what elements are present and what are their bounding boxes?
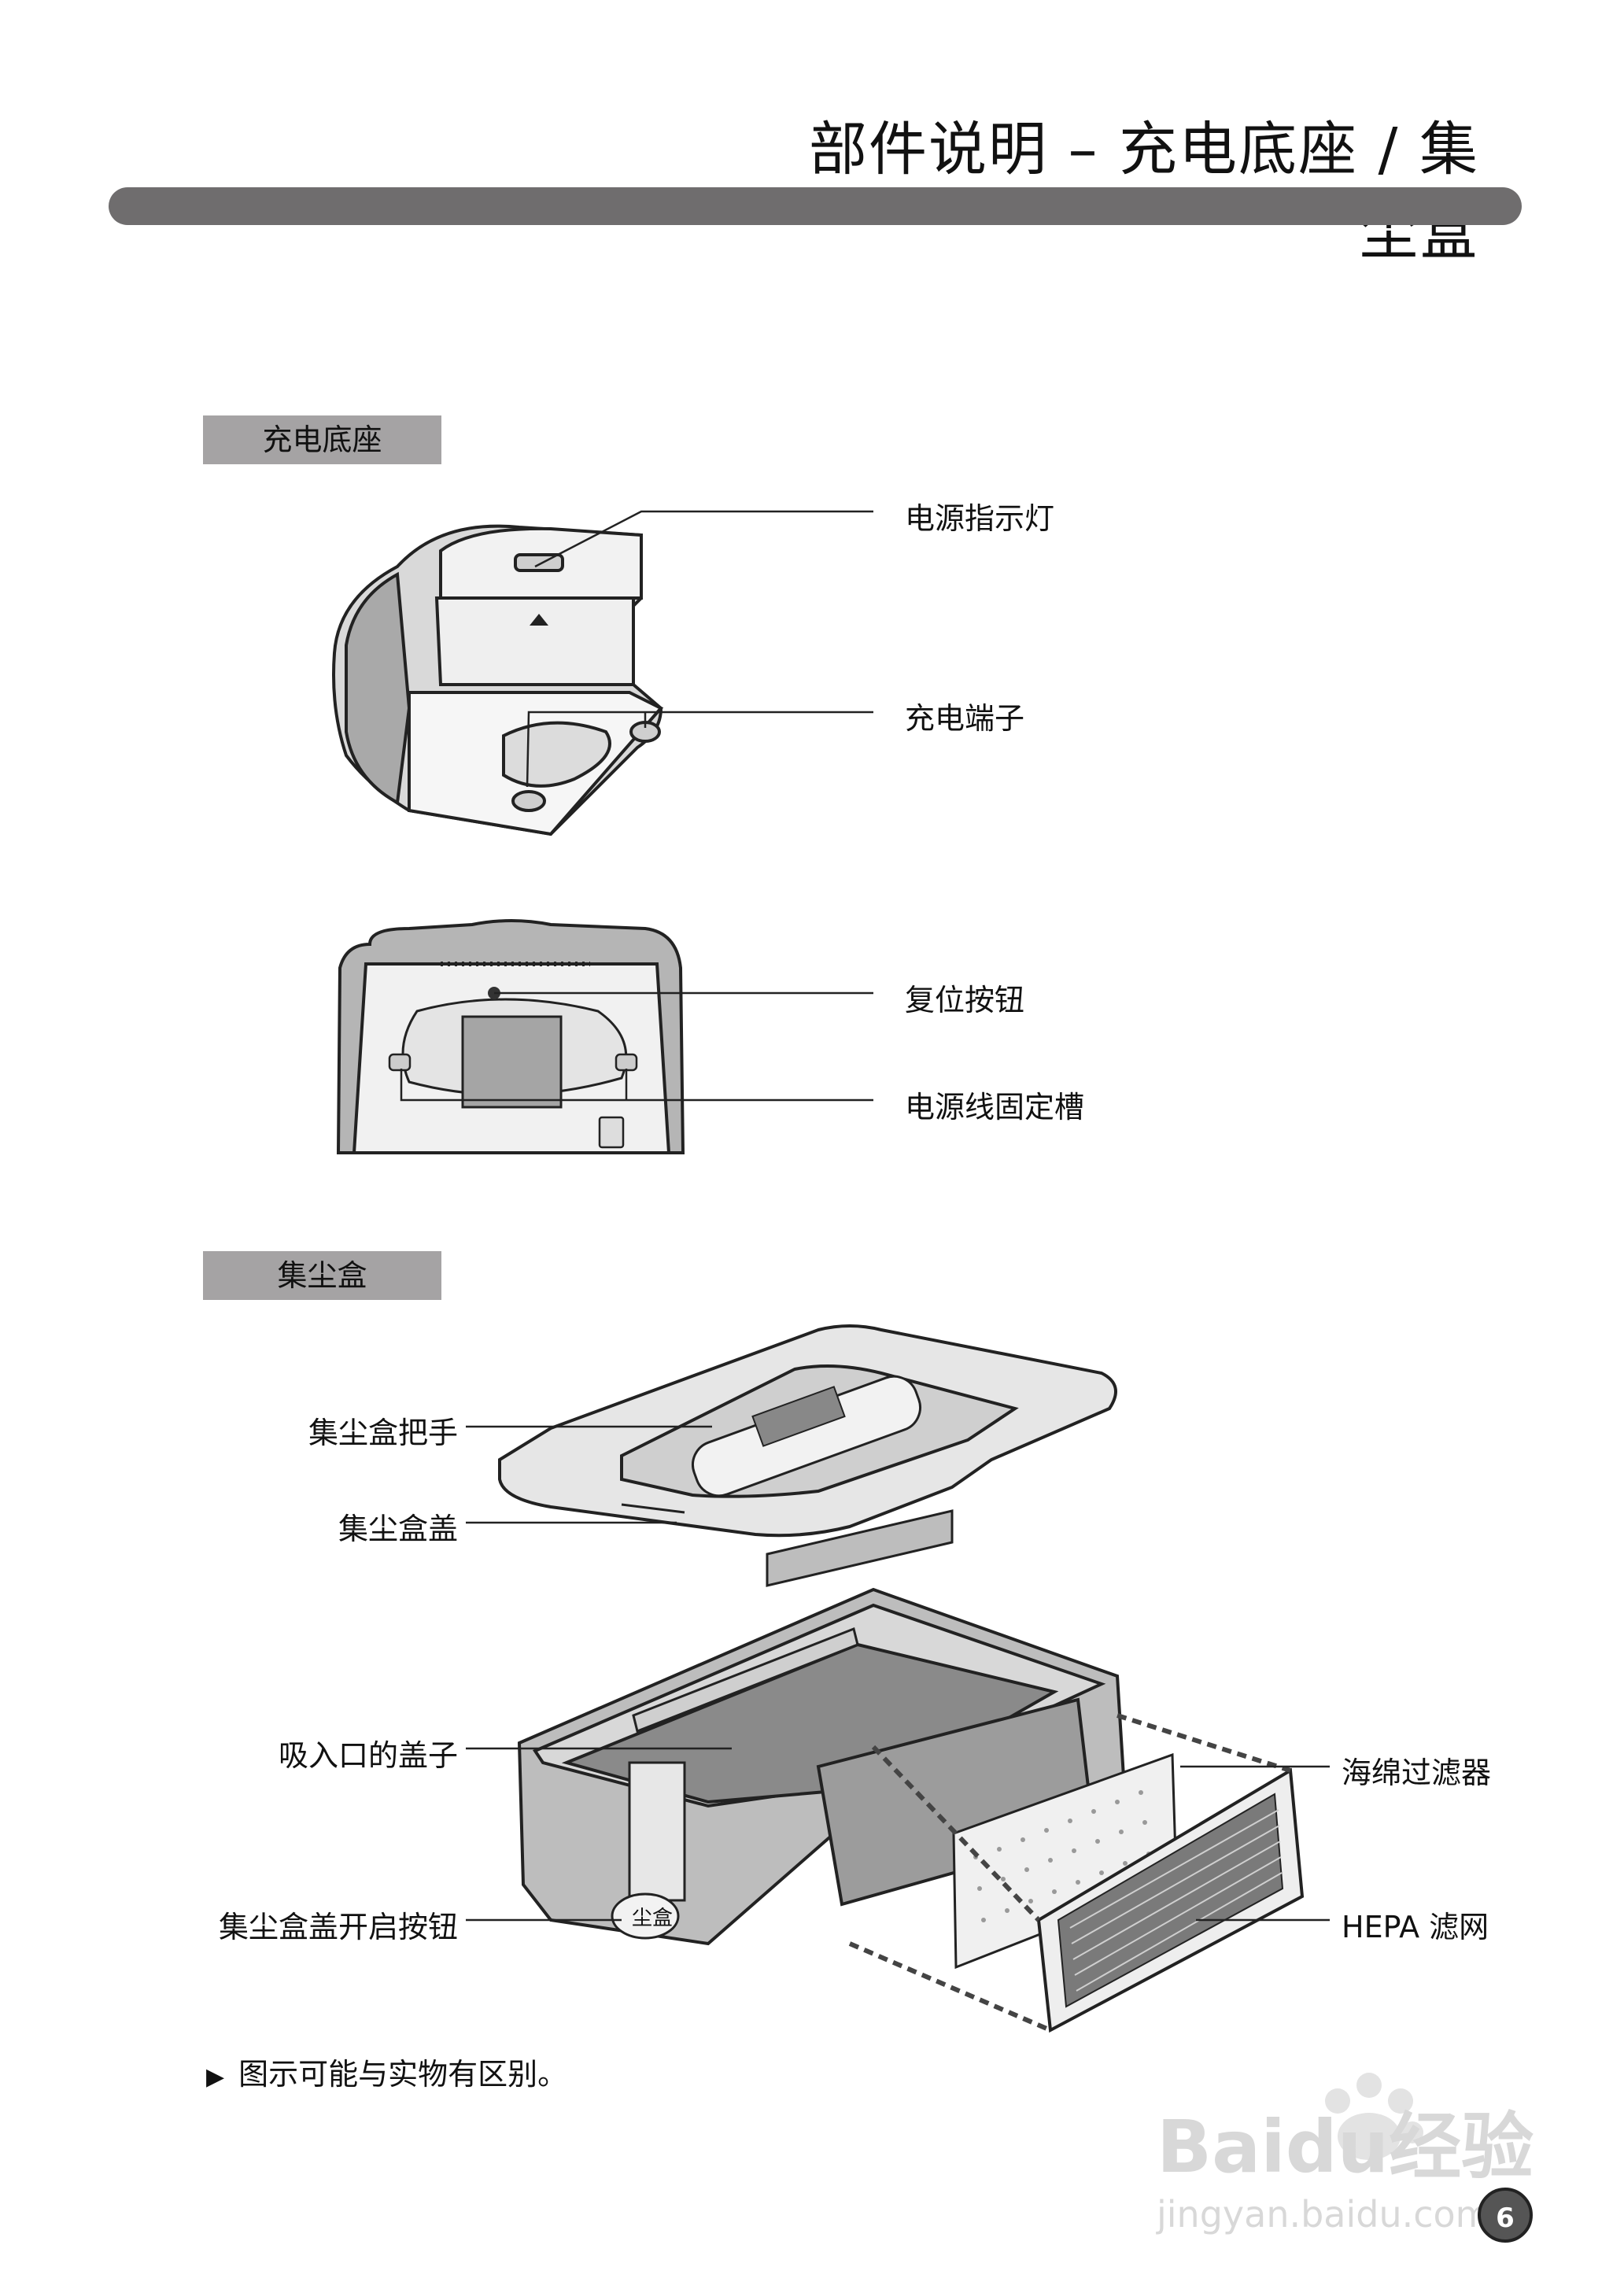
footnote-text: 图示可能与实物有区别。 bbox=[238, 2057, 568, 2092]
label-inlet-cover: 吸入口的盖子 bbox=[278, 1738, 458, 1773]
baidu-watermark: Baidu经验 jingyan.baidu.com bbox=[1141, 2054, 1582, 2243]
watermark-brand: Baidu经验 bbox=[1157, 2105, 1534, 2189]
footnote: ▶ 图示可能与实物有区别。 bbox=[206, 2050, 567, 2093]
label-charging-terminal: 充电端子 bbox=[905, 701, 1025, 736]
label-open-button: 集尘盒盖开启按钮 bbox=[218, 1910, 458, 1944]
section-tag-charging-base: 充电底座 bbox=[203, 415, 441, 464]
charging-base-drawing bbox=[332, 524, 664, 836]
triangle-bullet-icon: ▶ bbox=[206, 2063, 225, 2091]
label-hepa-filter: HEPA 滤网 bbox=[1342, 1910, 1489, 1944]
baidu-paw-logo: Baidu经验 jingyan.baidu.com bbox=[1156, 2073, 1534, 2236]
watermark-url: jingyan.baidu.com bbox=[1156, 2193, 1491, 2236]
dust-bin-button-text: 尘盒 bbox=[632, 1907, 673, 1930]
hepa-filter-drawing bbox=[1036, 1767, 1305, 2033]
dust-bin-cover-drawing bbox=[498, 1324, 1117, 1587]
label-reset-button: 复位按钮 bbox=[905, 983, 1025, 1017]
page-number: 6 bbox=[1478, 2188, 1533, 2243]
dust-bin-body-drawing: 尘盒 bbox=[517, 1587, 1128, 1946]
label-sponge-filter: 海绵过滤器 bbox=[1342, 1756, 1492, 1790]
section-tag-dust-bin: 集尘盒 bbox=[203, 1251, 441, 1300]
label-cord-slot: 电源线固定槽 bbox=[905, 1090, 1085, 1124]
charging-base-bottom-drawing bbox=[336, 919, 685, 1154]
label-power-indicator: 电源指示灯 bbox=[905, 501, 1055, 536]
label-dust-bin-cover: 集尘盒盖 bbox=[338, 1512, 458, 1546]
title-divider-bar bbox=[109, 187, 1522, 225]
label-dust-bin-handle: 集尘盒把手 bbox=[308, 1416, 458, 1450]
